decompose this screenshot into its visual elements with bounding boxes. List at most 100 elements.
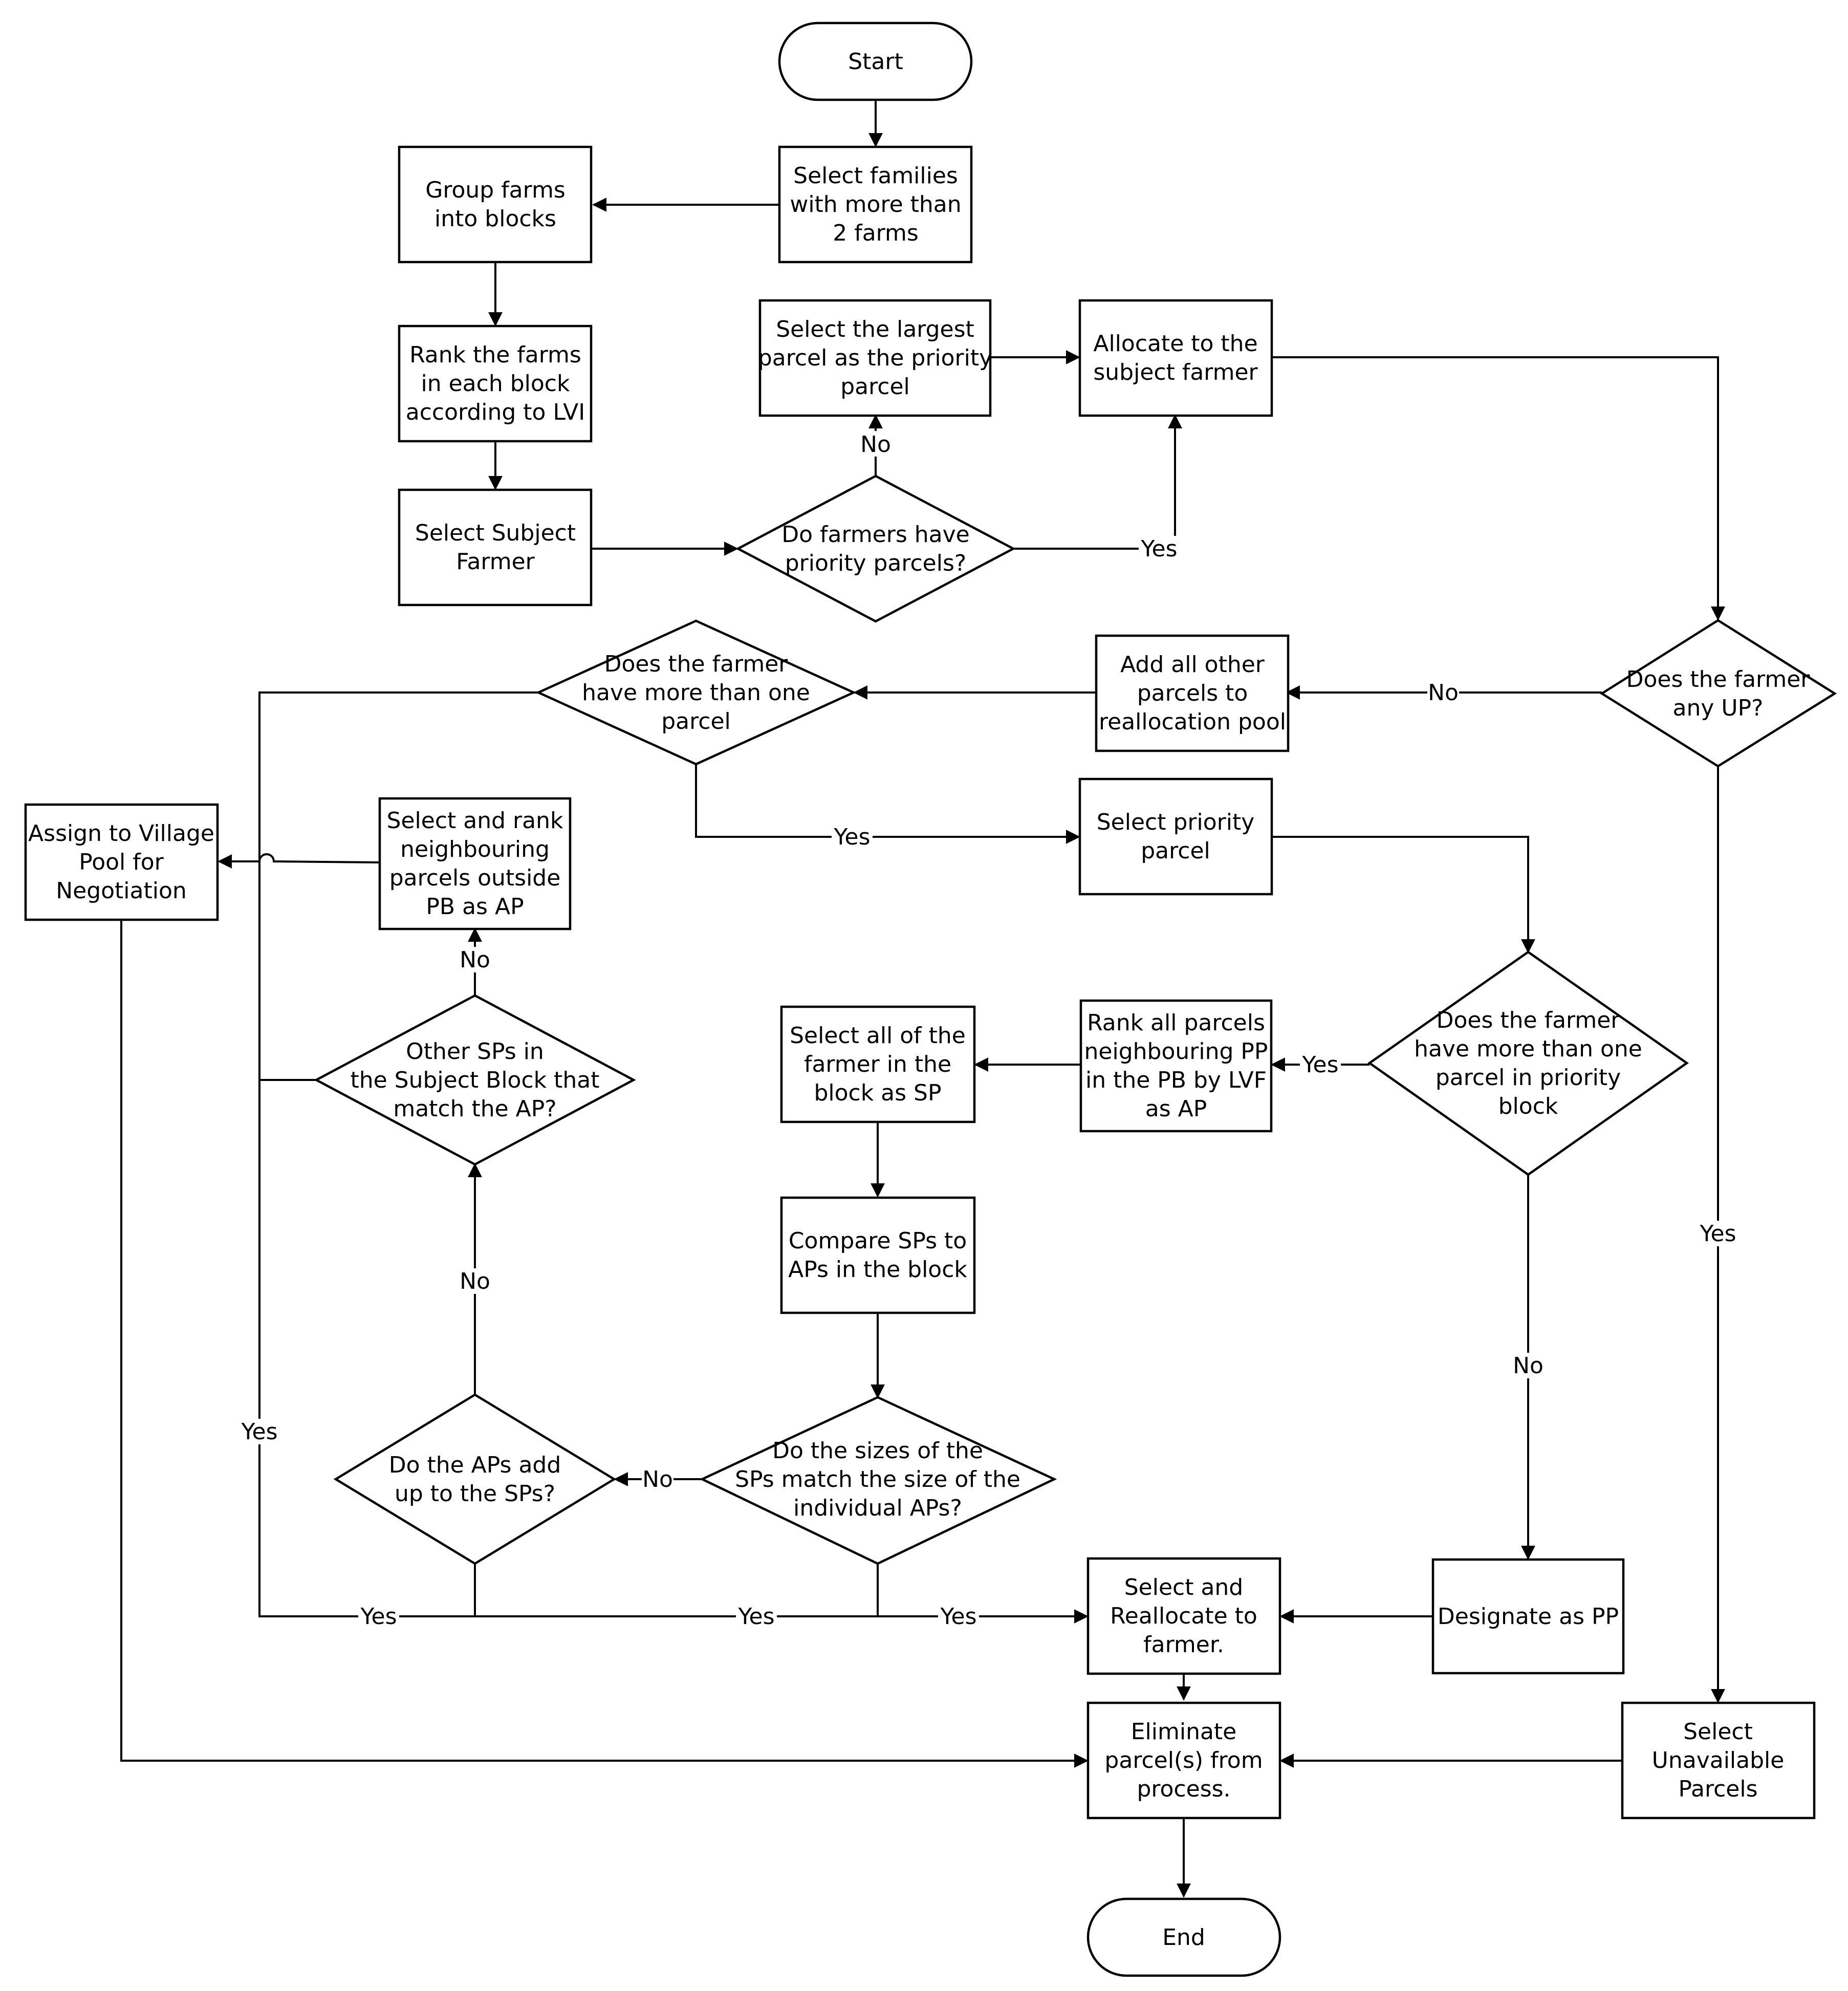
label-line: subject farmer	[1093, 359, 1258, 385]
svg-text:No: No	[1428, 680, 1459, 706]
svg-text:No: No	[460, 1268, 490, 1294]
label-line: Negotiation	[56, 878, 187, 904]
label-line: have more than one	[1414, 1036, 1642, 1062]
label-line: SPs match the size of the	[735, 1466, 1020, 1492]
label-line: Unavailable	[1652, 1747, 1785, 1773]
label-line: Farmer	[456, 549, 535, 575]
label-line: block	[1498, 1093, 1558, 1119]
label-line: APs in the block	[788, 1257, 967, 1283]
designate-label: Designate as PP	[1438, 1604, 1619, 1630]
label-line: farmer.	[1143, 1632, 1224, 1658]
label-line: priority parcels?	[785, 550, 967, 576]
label-line: parcel	[661, 708, 731, 734]
connector-lines	[120, 100, 1725, 1898]
edge-select-rank-neigh-to-assign-village	[218, 853, 380, 869]
label-line: 2 farms	[833, 220, 919, 246]
label-no-aps: No	[460, 1268, 491, 1294]
label-line: Select Subject	[415, 520, 576, 546]
label-line: Select families	[793, 163, 958, 189]
label-line: parcels outside	[389, 865, 561, 891]
label-line: Assign to Village	[28, 820, 214, 847]
end-label: End	[1162, 1924, 1205, 1951]
label-line: farmer in the	[804, 1051, 951, 1077]
label-no-up: No	[1427, 680, 1459, 706]
start-terminal: Start	[778, 21, 973, 101]
label-line: Do the APs add	[389, 1452, 561, 1478]
edge-assign-village-to-eliminate	[120, 920, 1089, 1768]
label-line: neighbouring PP	[1084, 1038, 1268, 1065]
label-yes-pb: Yes	[1300, 1052, 1341, 1078]
label-line: Does the farmer	[604, 651, 789, 677]
label-no-pb: No	[1513, 1353, 1545, 1379]
svg-text:No: No	[1513, 1353, 1543, 1379]
label-line: with more than	[790, 191, 961, 218]
svg-text:Yes: Yes	[737, 1604, 774, 1630]
edge-priority-yes-to-allocate	[1013, 414, 1182, 550]
label-line: into blocks	[434, 206, 556, 232]
label-line: Group farms	[425, 177, 566, 203]
label-line: Reallocate to	[1110, 1603, 1257, 1629]
label-line: Start	[848, 49, 903, 75]
label-line: Other SPs in	[406, 1038, 544, 1065]
label-yes-left: Yes	[239, 1419, 280, 1445]
label-line: Rank the farms	[409, 342, 581, 368]
label-line: neighbouring	[400, 836, 550, 862]
label-line: Allocate to the	[1093, 331, 1257, 357]
label-line: Pool for	[79, 849, 164, 875]
label-line: parcels to	[1137, 680, 1248, 706]
label-line: Parcels	[1678, 1776, 1757, 1802]
label-line: Select and rank	[387, 808, 563, 834]
select-priority-box: Select priority parcel	[1078, 777, 1273, 896]
label-line: have more than one	[582, 680, 810, 706]
label-line: Select priority	[1097, 809, 1255, 835]
svg-text:No: No	[460, 947, 490, 973]
label-line: parcel	[840, 374, 910, 400]
label-line: parcel	[1141, 838, 1210, 864]
label-yes-bottom-1: Yes	[358, 1604, 399, 1630]
label-line: in the PB by LVF	[1085, 1067, 1267, 1093]
start-label: Start	[848, 49, 903, 75]
label-line: reallocation pool	[1099, 709, 1286, 735]
label-line: process.	[1137, 1776, 1230, 1802]
label-line: block as SP	[814, 1080, 941, 1106]
svg-text:Yes: Yes	[833, 824, 870, 850]
svg-text:Yes: Yes	[1699, 1221, 1736, 1247]
label-line: Does the farmer	[1437, 1007, 1621, 1033]
label-line: Select the largest	[776, 316, 974, 342]
group-farms-box: Group farms into blocks	[398, 145, 593, 264]
label-line: Do farmers have	[781, 522, 969, 548]
label-line: parcel(s) from	[1104, 1747, 1263, 1773]
edge-more-than-one-yes-to-select-priority	[695, 764, 1080, 844]
label-line: Select	[1683, 1719, 1753, 1745]
svg-text:Yes: Yes	[1140, 536, 1177, 562]
svg-text:Yes: Yes	[940, 1604, 976, 1630]
label-yes-up: Yes	[1698, 1221, 1738, 1247]
label-line: according to LVI	[406, 399, 585, 425]
svg-text:No: No	[860, 431, 891, 458]
